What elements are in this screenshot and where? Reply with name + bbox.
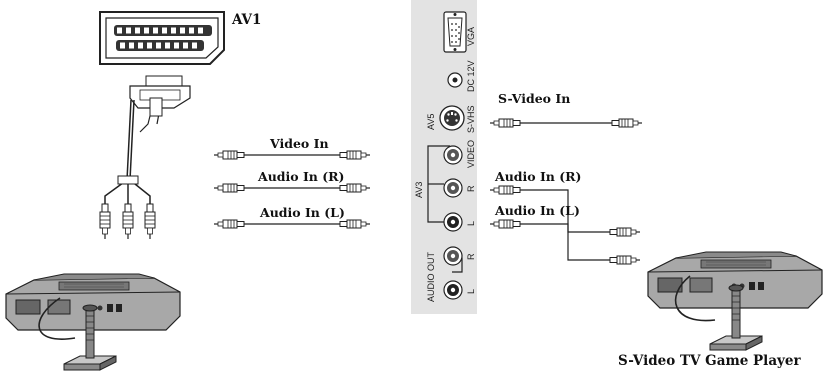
- label-audio-in-r-right: Audio In (R): [494, 169, 581, 184]
- panel-label-av3: AV3: [414, 182, 424, 198]
- av3-bracket: [427, 145, 450, 223]
- rca-plug-down-1: [99, 203, 111, 240]
- audio-out-jack-r-icon: [443, 246, 463, 266]
- panel-label-dc12v: DC 12V: [466, 60, 476, 92]
- panel-label-l: L: [466, 221, 476, 226]
- label-audio-in-r-left: Audio In (R): [257, 169, 344, 184]
- rca-jack-r-icon: [443, 178, 463, 198]
- panel-label-audio-out-l: L: [466, 289, 476, 294]
- cable-splitter: [117, 175, 139, 185]
- scart-connector: [99, 11, 225, 65]
- label-audio-in-l-left: Audio In (L): [259, 205, 345, 220]
- dc-jack-icon: [447, 72, 463, 88]
- scart-plug: [129, 75, 191, 133]
- panel-label-s-vhs: S-VHS: [466, 105, 476, 133]
- label-video-in: Video In: [269, 136, 329, 151]
- rca-jack-l-icon: [443, 212, 463, 232]
- label-audio-in-l-right: Audio In (L): [494, 203, 580, 218]
- cable-video-in: [214, 150, 371, 160]
- audio-out-jack-l-icon: [443, 280, 463, 300]
- panel-label-video: VIDEO: [466, 140, 476, 168]
- joystick-cable-left: [38, 297, 76, 340]
- joystick-cable-right: [674, 275, 716, 322]
- label-s-video-game-player: S-Video TV Game Player: [618, 353, 801, 369]
- cable-s-video-in: [490, 118, 643, 128]
- panel-label-audio-out: AUDIO OUT: [426, 251, 436, 302]
- cable-audio-in-r-left: [214, 183, 371, 193]
- rca-plug-down-2: [122, 203, 134, 240]
- vga-port-icon: [443, 11, 467, 53]
- cable-audio-in-l-left: [214, 219, 371, 229]
- scart-cable: [104, 99, 151, 204]
- rca-jack-video-icon: [443, 145, 463, 165]
- cable-audio-in-l-right: [490, 220, 641, 265]
- cable-audio-in-r-right: [490, 186, 641, 237]
- label-av1: AV1: [231, 12, 261, 28]
- s-vhs-port-icon: [439, 105, 465, 131]
- panel-label-audio-out-r: R: [466, 253, 476, 260]
- panel-label-vga: VGA: [466, 27, 476, 46]
- panel-label-av5: AV5: [426, 114, 436, 130]
- label-s-video-in: S-Video In: [498, 91, 570, 106]
- panel-label-r: R: [466, 185, 476, 192]
- rca-plug-down-3: [144, 203, 156, 240]
